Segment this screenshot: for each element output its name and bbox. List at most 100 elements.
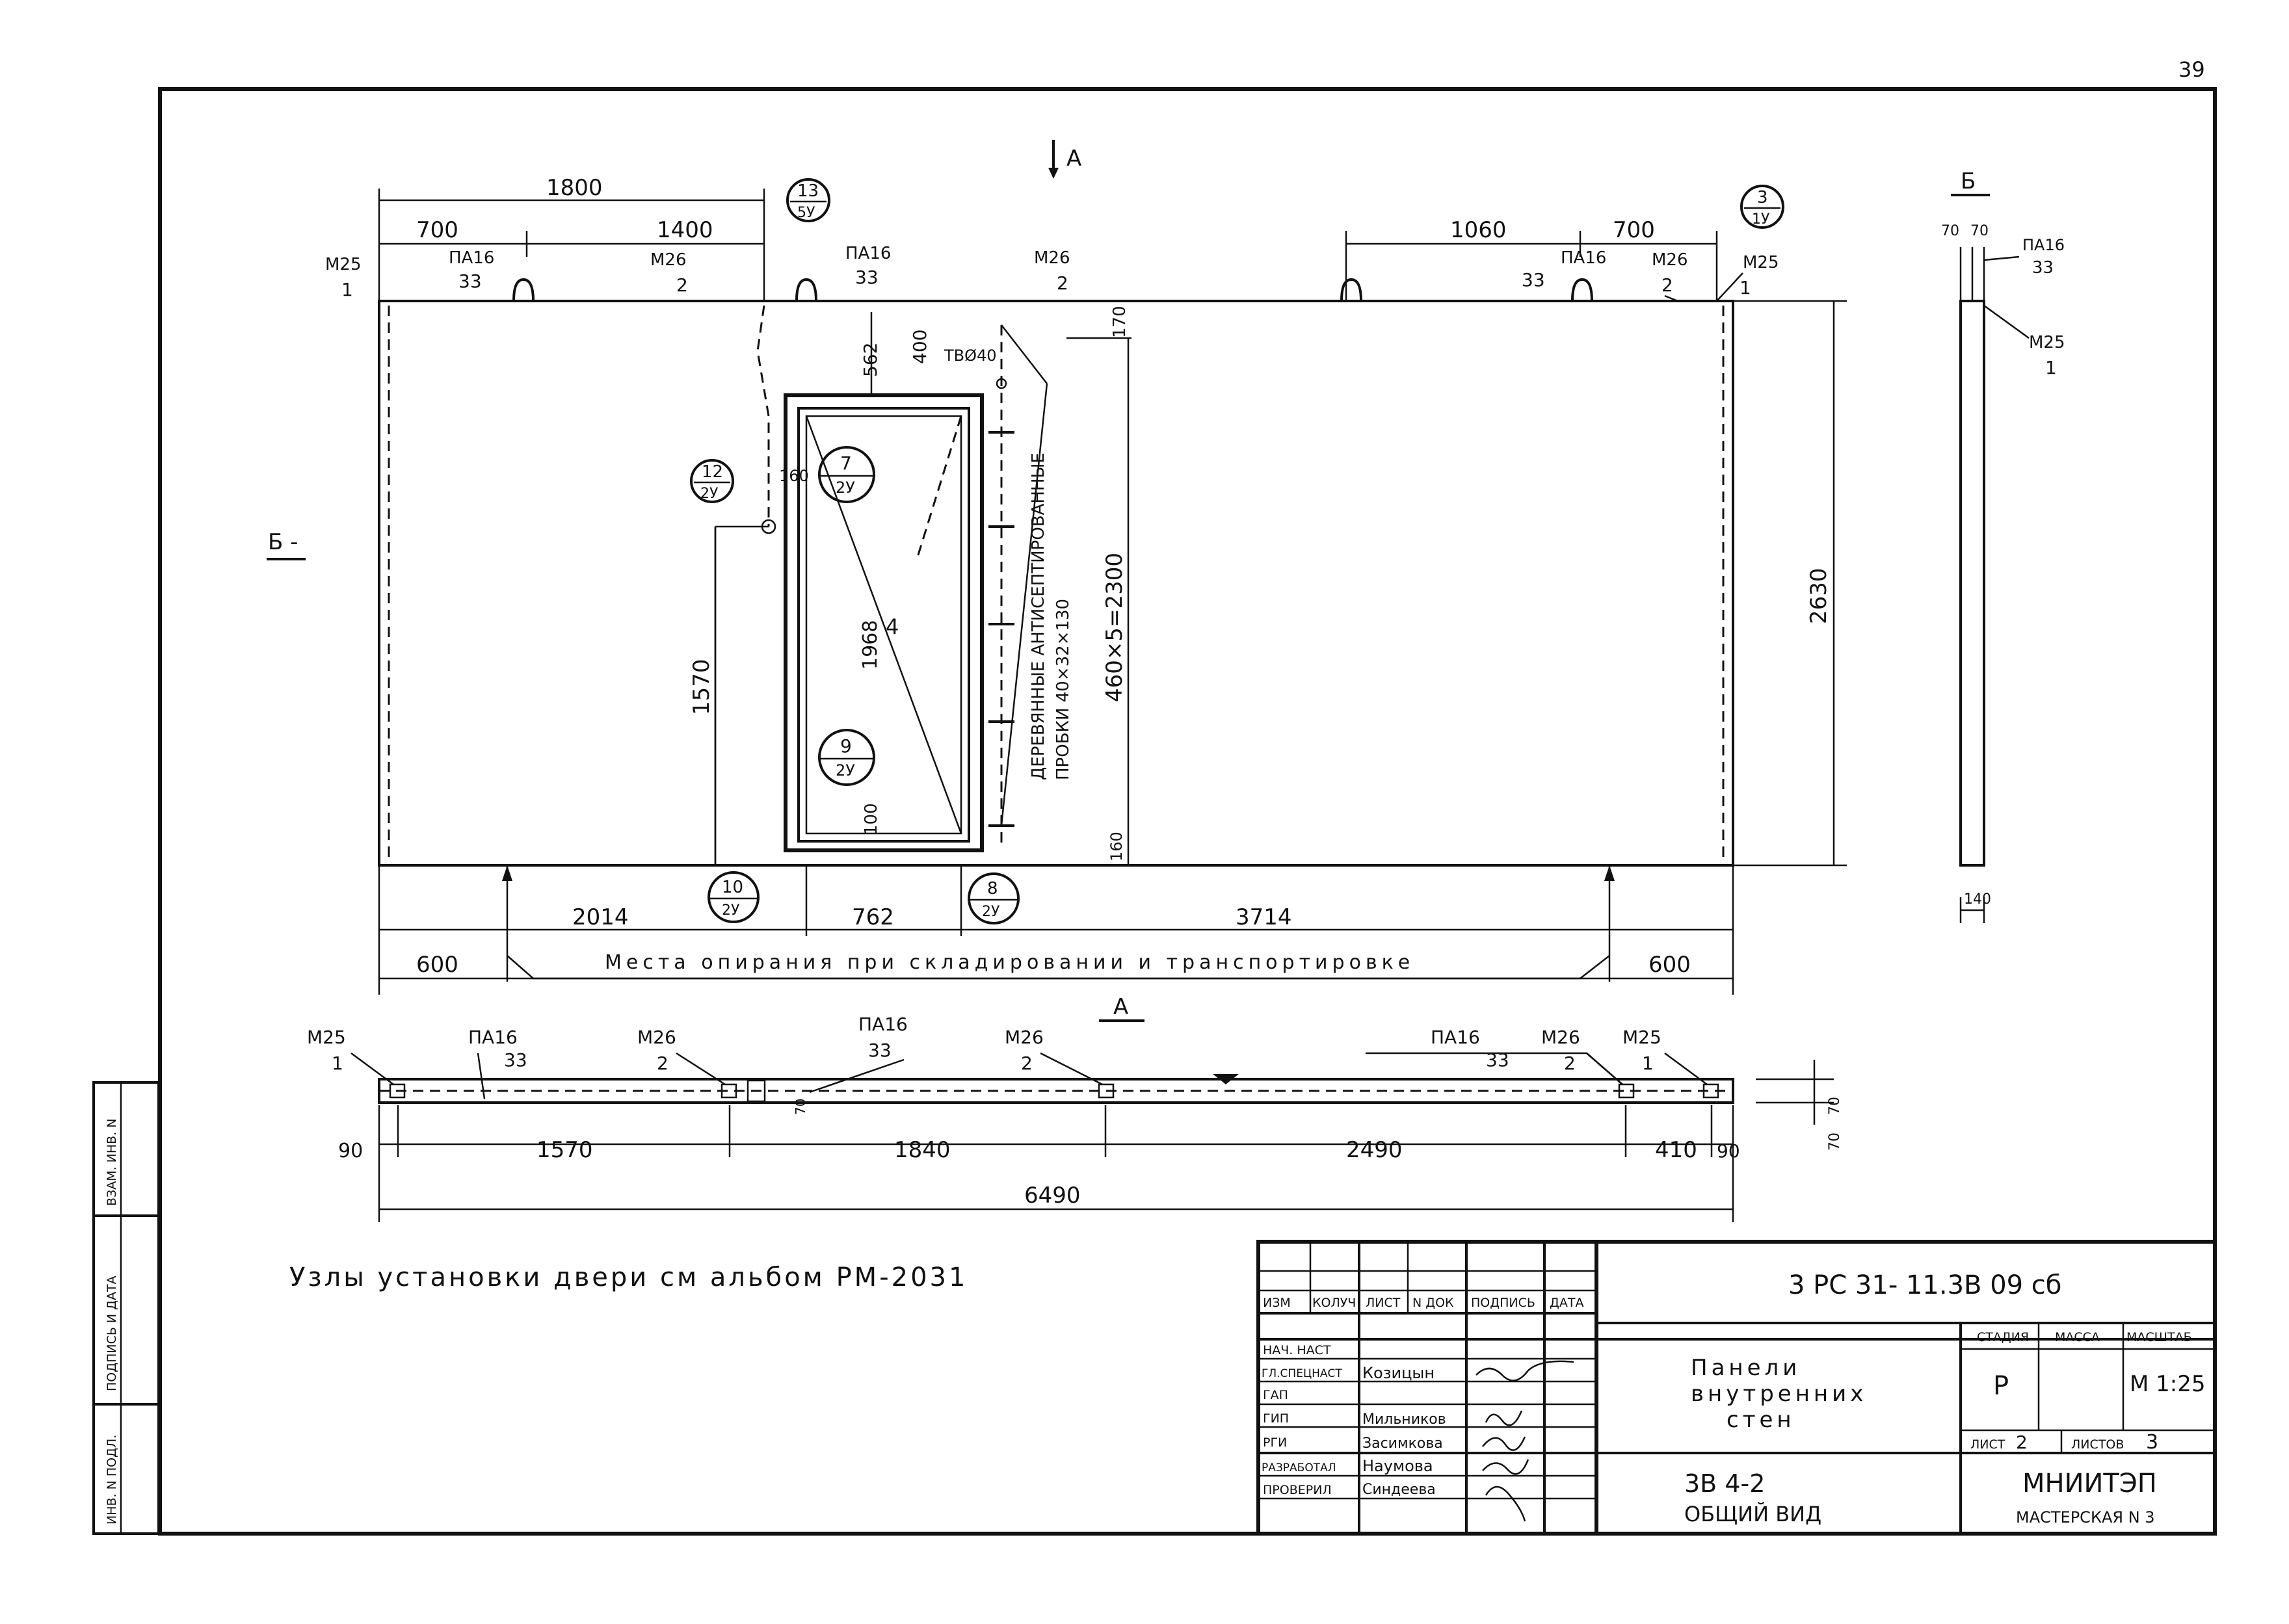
- tb-stage-label: СТАДИЯ: [1977, 1330, 2029, 1344]
- tb-title-2: внутренних: [1691, 1381, 1867, 1407]
- callout-9-top: 9: [840, 735, 852, 757]
- part-m26-center: М26: [1034, 248, 1070, 268]
- section-b-title: Б: [1961, 168, 1976, 194]
- dim-160-bottom: 160: [1107, 832, 1126, 861]
- door-mark: 4: [886, 614, 899, 639]
- tb-title-3: стен: [1727, 1407, 1795, 1433]
- tb-title-1: Панели: [1691, 1355, 1801, 1381]
- tb-role-6: ПРОВЕРИЛ: [1263, 1483, 1332, 1497]
- callout-7-top: 7: [840, 452, 852, 474]
- dim-100: 100: [862, 803, 881, 835]
- part-m25-right: М25: [1743, 253, 1779, 272]
- part-pa16-left: ПА16: [449, 248, 494, 268]
- plan-m25-right: М25: [1622, 1027, 1661, 1048]
- plan-2-center: 2: [1021, 1053, 1033, 1074]
- part-1-left: 1: [341, 279, 353, 300]
- callout-12: 12 2У: [690, 459, 734, 503]
- callout-9-bottom: 2У: [836, 761, 855, 779]
- plan-pa16-left: ПА16: [468, 1027, 518, 1048]
- tb-role-0: НАЧ. НАСТ: [1263, 1343, 1331, 1357]
- dim-700-right: 700: [1613, 217, 1655, 243]
- plan-dim-90-right: 90: [1717, 1140, 1740, 1162]
- dim-400: 400: [909, 330, 931, 364]
- part-2-right: 2: [1661, 274, 1673, 296]
- tb-col-koluch: КОЛУЧ: [1312, 1296, 1356, 1310]
- section-b-arrow: Б -: [268, 529, 298, 555]
- signature-3: [1485, 1410, 1523, 1426]
- part-m26-right: М26: [1652, 250, 1688, 270]
- dim-600-right: 600: [1648, 952, 1691, 978]
- signature-4: [1482, 1436, 1526, 1451]
- dim-1060: 1060: [1450, 217, 1507, 243]
- tb-sheets-label: ЛИСТОВ: [2071, 1437, 2124, 1452]
- plugs-label-2: ПРОБКИ 40×32×130: [1053, 599, 1073, 780]
- part-pa16-mid: ПА16: [845, 244, 891, 263]
- tb-role-5: РАЗРАБОТАЛ: [1262, 1461, 1336, 1474]
- tb-role-2: ГАП: [1263, 1388, 1288, 1402]
- callout-7-bottom: 2У: [836, 478, 855, 497]
- dim-700-left: 700: [416, 217, 458, 243]
- plan-thickness-a: 70: [1827, 1097, 1843, 1115]
- callout-3-top: 3: [1757, 188, 1768, 207]
- dim-1800: 1800: [546, 175, 603, 201]
- callout-7: 7 2У: [818, 446, 875, 503]
- plan-1-left: 1: [332, 1053, 343, 1074]
- part-33-mid: 33: [855, 267, 879, 288]
- plan-pa16-mid: ПА16: [858, 1014, 908, 1035]
- tb-col-podpis: ПОДПИСЬ: [1471, 1296, 1535, 1310]
- side-dim-140: 140: [1964, 891, 1991, 908]
- tb-col-ndok: N ДОК: [1412, 1296, 1454, 1310]
- tb-code: 3 РС 31- 11.3В 09 сб: [1788, 1270, 2061, 1300]
- callout-12-bottom: 2У: [700, 486, 719, 502]
- side-dim-70-b: 70: [1970, 223, 1989, 239]
- callout-13-top: 13: [797, 181, 819, 201]
- dim-762: 762: [852, 904, 894, 930]
- side-part-pa16: ПА16: [2022, 236, 2065, 254]
- panel-elevation: 1800 700 1400 1060 700 170 2630 1570 562…: [267, 140, 1847, 995]
- plan-m26-left: М26: [637, 1027, 676, 1048]
- dim-1570: 1570: [689, 659, 715, 715]
- tb-scale: М 1:25: [2130, 1371, 2206, 1397]
- dim-170: 170: [1110, 306, 1130, 338]
- tb-stage: Р: [1993, 1371, 2009, 1401]
- tb-col-izm: ИЗМ: [1263, 1296, 1291, 1310]
- tb-role-1: ГЛ.СПЕЦНАСТ: [1262, 1367, 1342, 1380]
- tb-sheet-label: ЛИСТ: [1970, 1437, 2005, 1452]
- part-2-center: 2: [1057, 272, 1068, 294]
- side-label-signature: ПОДПИСЬ И ДАТА: [105, 1276, 119, 1391]
- plan-m26-center: М26: [1005, 1027, 1044, 1048]
- title-block: ИЗМ КОЛУЧ ЛИСТ N ДОК ПОДПИСЬ ДАТА НАЧ. Н…: [1256, 1240, 2217, 1536]
- part-1-right: 1: [1740, 277, 1751, 298]
- callout-10: 10 2У: [708, 871, 760, 923]
- side-part-m25: М25: [2029, 333, 2065, 352]
- tb-role-4: РГИ: [1263, 1435, 1287, 1450]
- dim-2014: 2014: [572, 904, 629, 930]
- dim-1968: 1968: [859, 620, 882, 670]
- side-part-33: 33: [2032, 258, 2054, 278]
- side-part-1: 1: [2045, 357, 2057, 378]
- plan-thickness-b: 70: [1827, 1133, 1843, 1151]
- callout-3-bottom: 1У: [1752, 211, 1770, 228]
- side-label-replacement: ВЗАМ. ИНВ. N: [105, 1118, 119, 1206]
- side-view-outline: [1959, 300, 1985, 867]
- sheet-number: 39: [2178, 57, 2205, 82]
- dim-1400: 1400: [657, 217, 713, 243]
- tb-workshop: МАСТЕРСКАЯ N 3: [2016, 1508, 2155, 1526]
- dim-562: 562: [860, 343, 881, 377]
- plan-2-right: 2: [1564, 1053, 1576, 1074]
- tb-name-6: Синдеева: [1362, 1482, 1436, 1498]
- tb-subtitle-2: ОБЩИЙ ВИД: [1684, 1502, 1821, 1526]
- tb-role-3: ГИП: [1263, 1411, 1289, 1426]
- dim-3714: 3714: [1236, 904, 1292, 930]
- callout-10-top: 10: [722, 878, 743, 897]
- section-a-plan: A: [1113, 994, 1128, 1020]
- side-label-inventory: ИНВ. N ПОДЛ.: [105, 1435, 119, 1525]
- tb-name-4: Засимкова: [1362, 1435, 1443, 1452]
- callout-8-top: 8: [987, 879, 998, 898]
- plan-pa16-right: ПА16: [1431, 1027, 1480, 1048]
- door-opening: [784, 393, 984, 852]
- part-pa16-right: ПА16: [1561, 248, 1606, 268]
- plan-1-right: 1: [1642, 1053, 1654, 1074]
- tb-scale-label: МАСШТАБ: [2126, 1330, 2192, 1344]
